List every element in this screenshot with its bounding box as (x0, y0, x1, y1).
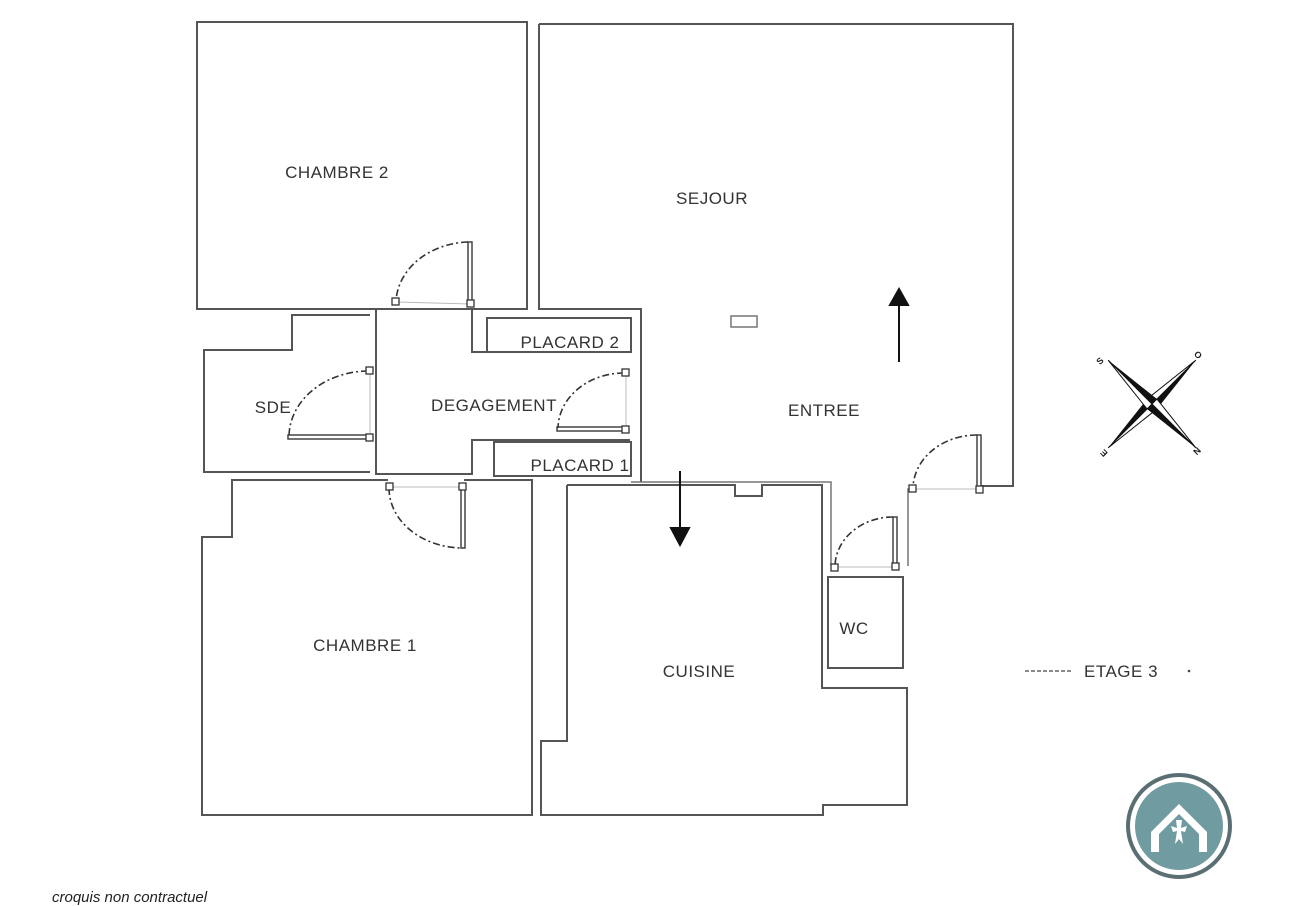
label-sejour: SEJOUR (676, 189, 748, 208)
room-labels: CHAMBRE 2 SEJOUR PLACARD 2 SDE DEGAGEMEN… (255, 163, 868, 681)
direction-arrows (669, 286, 910, 548)
label-degagement: DEGAGEMENT (431, 396, 557, 415)
degagement-top (471, 309, 486, 353)
label-entree: ENTREE (788, 401, 860, 420)
degagement-walls (375, 309, 630, 475)
walls (196, 21, 1014, 816)
door-sde (287, 366, 374, 442)
entree-step (907, 488, 913, 566)
label-chambre-2: CHAMBRE 2 (285, 163, 389, 182)
openings (369, 301, 979, 568)
label-chambre-1: CHAMBRE 1 (313, 636, 417, 655)
label-wc: WC (839, 619, 868, 638)
door-entree (908, 434, 984, 494)
label-cuisine: CUISINE (663, 662, 735, 681)
door-chambre-1 (385, 482, 467, 549)
placard-2-walls (486, 317, 632, 353)
label-sde: SDE (255, 398, 291, 417)
doors (287, 241, 984, 572)
label-placard-1: PLACARD 1 (531, 456, 630, 475)
compass-south: S (1094, 355, 1105, 366)
sde-walls (203, 314, 370, 473)
chambre-1-walls (201, 479, 533, 816)
sejour-walls (539, 23, 1014, 487)
placard-1-walls (493, 441, 632, 477)
compass-west: O (1192, 349, 1204, 361)
cuisine-walls (540, 484, 908, 816)
arrow-up-icon (888, 286, 910, 362)
cuisine-outer-wall (631, 481, 832, 566)
sejour-west-wall (538, 24, 642, 482)
compass-rose-icon: S O E N (1094, 349, 1204, 459)
wc-walls (827, 576, 904, 669)
door-chambre-2 (391, 241, 475, 308)
arrow-down-icon (669, 471, 691, 548)
house-ermine-logo-icon (1126, 773, 1232, 879)
disclaimer-caption: croquis non contractuel (52, 889, 208, 906)
compass-north: N (1191, 445, 1203, 457)
door-placard (556, 368, 630, 434)
legend-floor-label: ETAGE 3 (1084, 662, 1158, 681)
chambre-2-walls (196, 21, 528, 310)
compass-east: E (1098, 447, 1109, 458)
duct (730, 315, 758, 328)
door-wc (830, 516, 900, 572)
label-placard-2: PLACARD 2 (521, 333, 620, 352)
floor-legend: ETAGE 3 (1025, 662, 1191, 681)
